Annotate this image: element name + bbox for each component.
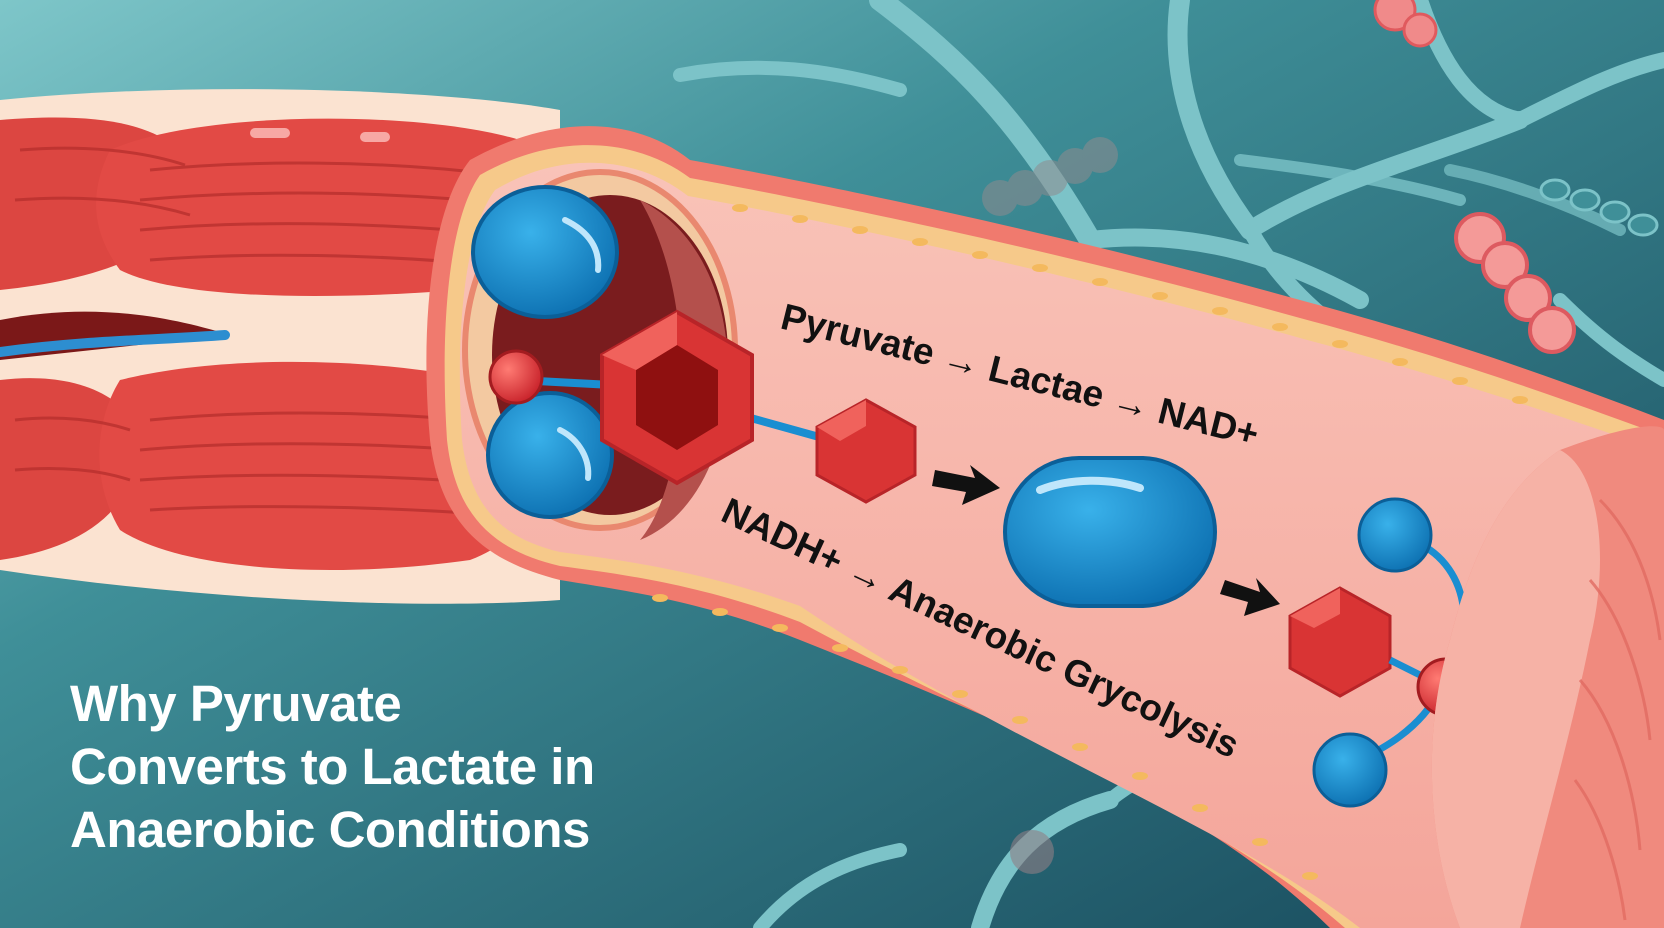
red-cell-chain-right bbox=[1454, 212, 1576, 354]
arrow-right-icon bbox=[1220, 578, 1280, 616]
muscle-segment-right bbox=[1431, 426, 1664, 928]
page-title: Why Pyruvate Converts to Lactate in Anae… bbox=[70, 672, 790, 861]
blurred-cell bbox=[1010, 830, 1054, 874]
teal-cell-chain bbox=[1539, 178, 1659, 237]
blurred-cell-chain bbox=[982, 137, 1118, 216]
sphere-atom-icon bbox=[1357, 497, 1433, 573]
title-line-3: Anaerobic Conditions bbox=[70, 801, 590, 858]
sphere-atom-icon bbox=[488, 349, 544, 405]
oval-molecule-icon bbox=[1003, 456, 1217, 608]
red-cell-chain-top bbox=[1373, 0, 1438, 48]
arrow-right-icon bbox=[932, 465, 1000, 505]
hexagon-molecule-icon bbox=[1288, 586, 1392, 698]
hexagon-molecule-icon bbox=[600, 309, 754, 486]
title-line-2: Converts to Lactate in bbox=[70, 738, 595, 795]
title-line-1: Why Pyruvate bbox=[70, 675, 402, 732]
hexagon-molecule-icon bbox=[815, 398, 917, 504]
sphere-atom-icon bbox=[1312, 732, 1388, 808]
